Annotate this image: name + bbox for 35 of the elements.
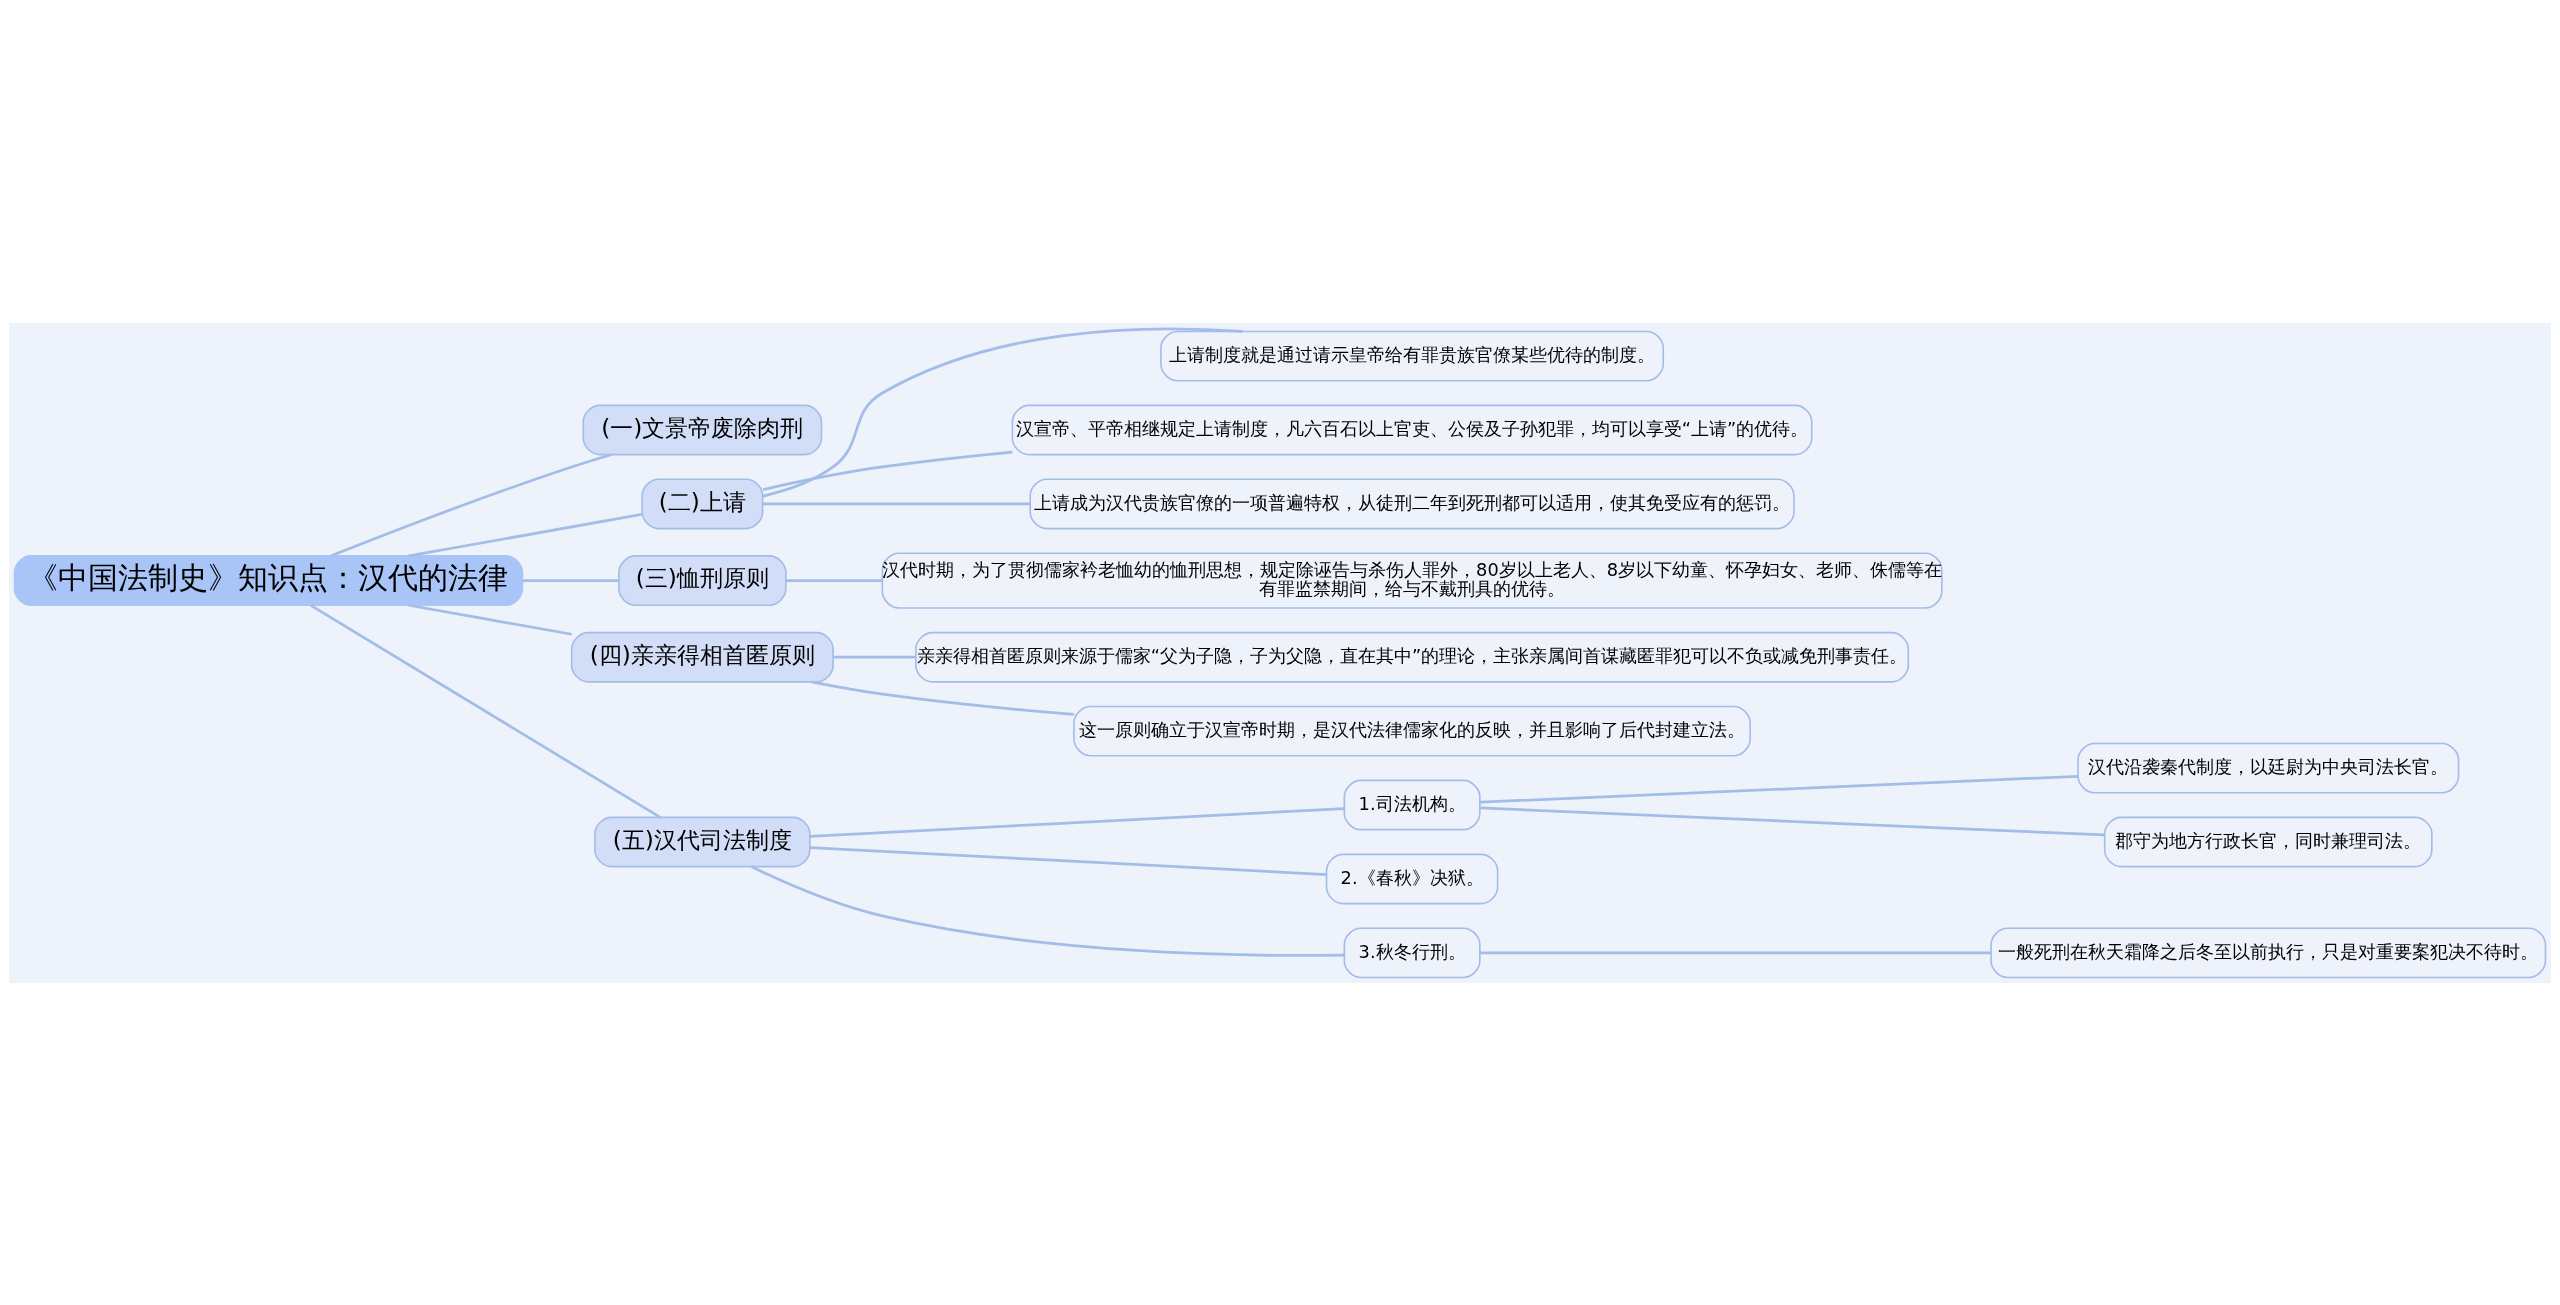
connector: [809, 806, 1345, 838]
connector: [785, 578, 883, 582]
node-box: (二)上请: [641, 477, 764, 529]
connector: [1480, 806, 2105, 836]
connector: [522, 578, 619, 582]
node-box: 汉代时期，为了贯彻儒家衿老恤幼的恤刑思想，规定除诬告与杀伤人罪外，80岁以上老人、8岁以下幼童、怀孕妇女、老师、侏儒等在有罪监禁期间，给与不戴刑具的优待。: [881, 551, 1943, 609]
node-box: 2.《春秋》决狱。: [1325, 853, 1499, 904]
node-box: 郡守为地方行政长官，同时兼理司法。: [2103, 816, 2433, 867]
node-box: 上请成为汉代贵族官僚的一项普遍特权，从徒刑二年到死刑都可以适用，使其免受应有的惩罚。: [1029, 477, 1795, 529]
node-box: (四)亲亲得相首匿原则: [570, 631, 834, 683]
node-box: 上请制度就是通过请示皇帝给有罪贵族官僚某些优待的制度。: [1160, 330, 1665, 382]
node-box: (一)文景帝废除肉刑: [582, 404, 823, 455]
node-box: 这一原则确立于汉宣帝时期，是汉代法律儒家化的反映，并且影响了后代封建立法。: [1073, 705, 1751, 757]
connector: [762, 327, 1243, 497]
node-box: (三)恤刑原则: [618, 554, 787, 606]
connector: [330, 452, 612, 557]
connector: [762, 450, 1013, 491]
node-box: 《中国法制史》知识点：汉代的法律: [13, 554, 524, 606]
node-box: 汉宣帝、平帝相继规定上请制度，凡六百石以上官吏、公侯及子孙犯罪，均可以享受“上请”的优待。: [1011, 404, 1813, 455]
connector: [751, 865, 1345, 957]
connector: [762, 502, 1031, 505]
node-box: 汉代沿袭秦代制度，以廷尉为中央司法长官。: [2077, 742, 2460, 794]
node-box: 3.秋冬行刑。: [1343, 926, 1481, 978]
node-box: 亲亲得相首匿原则来源于儒家“父为子隐，子为父隐，直在其中”的理论，主张亲属间首谋藏匿罪犯可以不负或减免刑事责任。: [915, 631, 1910, 683]
connector: [833, 655, 916, 659]
connector: [1480, 951, 1991, 954]
connector: [809, 845, 1327, 876]
connector: [310, 603, 662, 819]
connector: [408, 603, 572, 636]
node-box: (五)汉代司法制度: [594, 816, 811, 867]
connector: [408, 512, 642, 557]
connector: [811, 680, 1075, 716]
node-box: 1.司法机构。: [1343, 779, 1481, 831]
connector: [1480, 774, 2078, 804]
node-box: 一般死刑在秋天霜降之后冬至以前执行，只是对重要案犯决不待时。: [1990, 926, 2547, 978]
